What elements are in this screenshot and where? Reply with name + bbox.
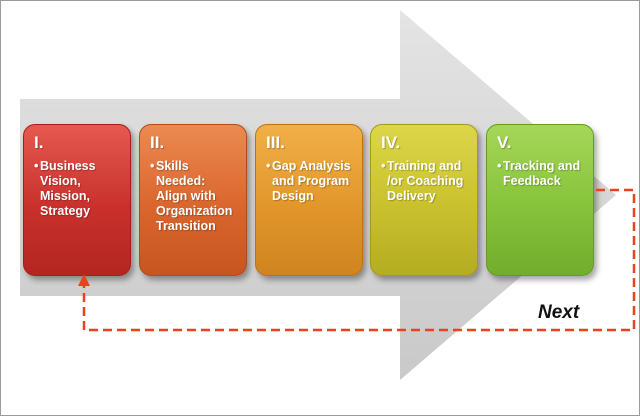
step-numeral: II. (150, 133, 165, 152)
next-label: Next (538, 302, 580, 323)
step-numeral: I. (34, 133, 44, 152)
step-numeral: IV. (381, 133, 401, 152)
step-numeral: III. (266, 133, 285, 152)
loop-arrowhead-icon (78, 274, 90, 286)
step-numeral: V. (497, 133, 512, 152)
